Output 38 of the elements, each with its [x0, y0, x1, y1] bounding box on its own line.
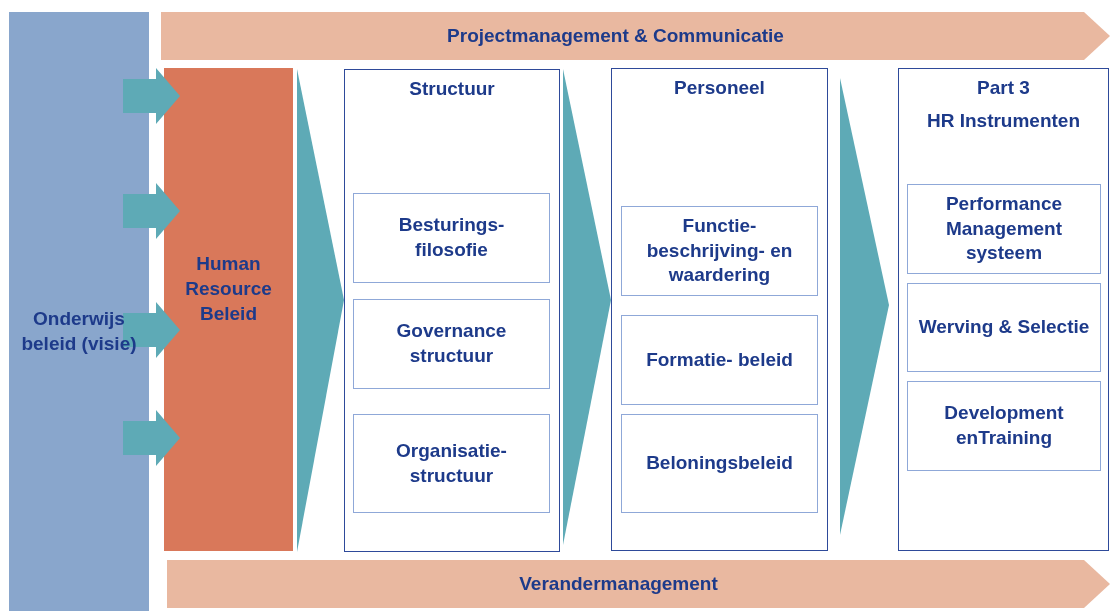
item-label: Performance Management systeem	[944, 191, 1064, 266]
item-box	[907, 381, 1101, 471]
column-label: Onderwijs beleid (visie)	[20, 306, 138, 356]
group-heading: Structuur	[409, 77, 495, 101]
block-arrow	[123, 410, 180, 466]
item-label: Formatie- beleid	[646, 347, 793, 372]
item-label: Functie- beschrijving- en waardering	[645, 213, 794, 288]
item-label: Beloningsbeleid	[646, 451, 793, 476]
group-heading: HR Instrumenten	[926, 108, 1081, 133]
item-box	[353, 414, 550, 513]
item-box	[621, 414, 818, 513]
block-arrow	[123, 183, 180, 239]
item-box	[907, 184, 1101, 274]
chevron-arrow	[840, 78, 889, 535]
band-label: Verandermanagement	[519, 571, 718, 596]
item-box	[353, 193, 550, 283]
group-box	[611, 68, 828, 551]
item-label: Werving & Selectie	[918, 315, 1090, 340]
chevron-arrow	[297, 69, 344, 552]
item-box	[353, 299, 550, 389]
item-label: Organisatie- structuur	[395, 438, 508, 488]
column-label: Human Resource Beleid	[184, 252, 273, 326]
block-arrow	[123, 68, 180, 124]
block-arrow	[123, 302, 180, 358]
chevron-arrow	[563, 69, 611, 545]
group-heading: Part 3	[977, 76, 1030, 100]
item-label: Governance structuur	[395, 319, 508, 368]
group-heading: Personeel	[674, 76, 765, 100]
item-label: Development enTraining	[943, 401, 1065, 450]
group-box	[344, 69, 560, 552]
policy-column	[164, 68, 293, 551]
band-label: Projectmanagement & Communicatie	[447, 23, 784, 48]
group-box	[898, 68, 1109, 551]
vision-column	[9, 12, 149, 611]
item-box	[907, 283, 1101, 372]
item-label: Besturings- filosofie	[397, 213, 506, 262]
item-box	[621, 206, 818, 296]
item-box	[621, 315, 818, 405]
